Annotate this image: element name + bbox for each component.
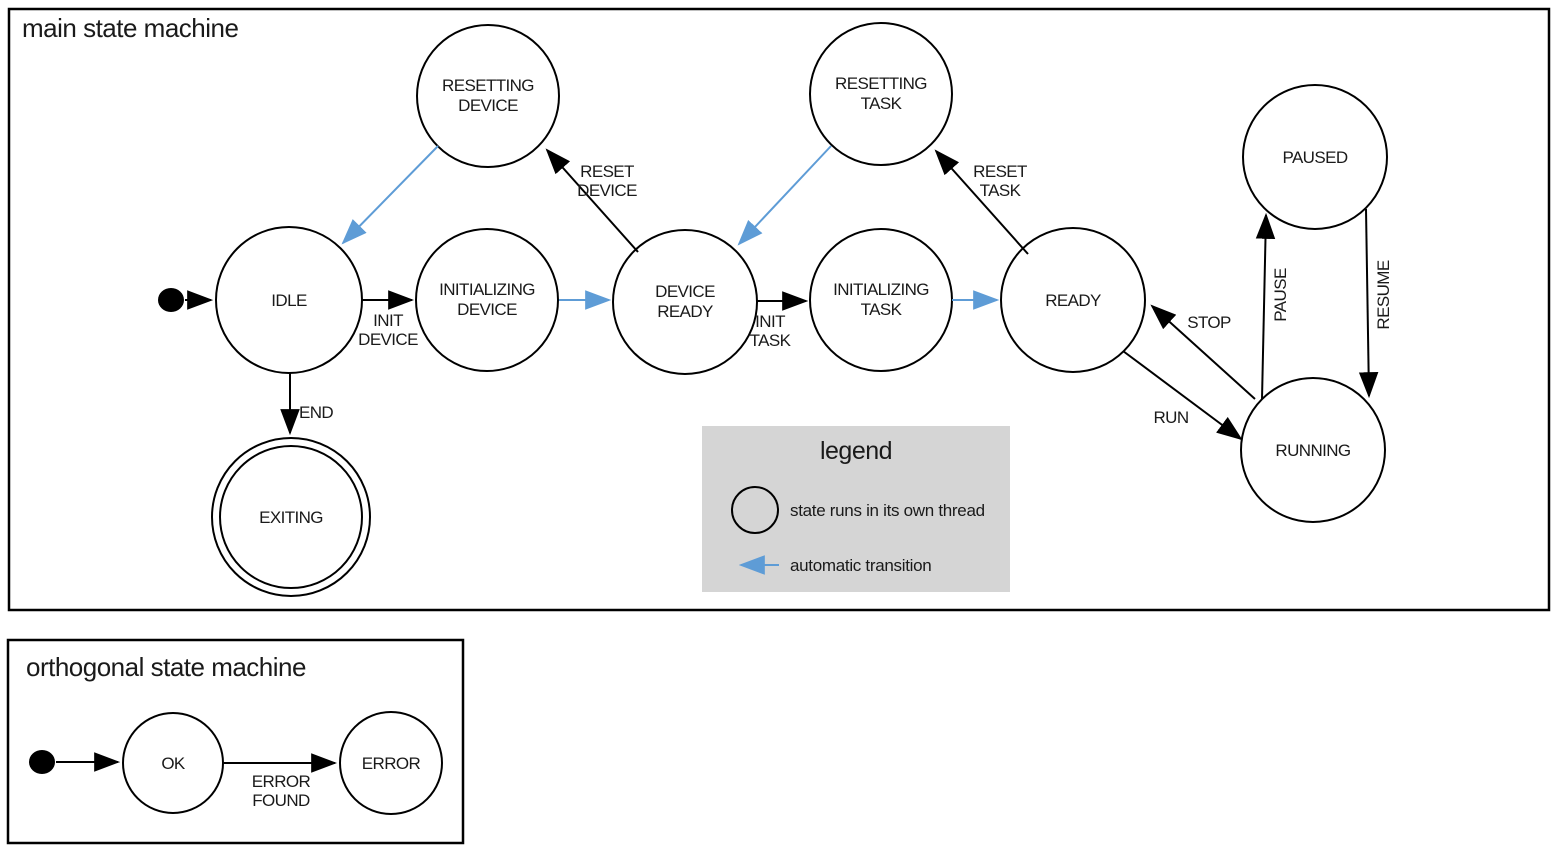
edge-init-task-label-line1: INIT xyxy=(755,312,785,331)
state-resetting-task xyxy=(809,22,953,166)
state-initializing-device-label-line1: INITIALIZING xyxy=(439,280,535,299)
legend-threaded-state-label: state runs in its own thread xyxy=(790,501,985,520)
state-exiting xyxy=(219,445,363,589)
edge-reset-device-label-line1: RESET xyxy=(580,162,634,181)
edge-reset-device xyxy=(545,148,639,253)
state-resetting-device-label-line1: RESETTING xyxy=(442,76,534,95)
state-initializing-device xyxy=(415,228,559,372)
state-error xyxy=(339,711,443,815)
edge-init-device-label-line1: INIT xyxy=(373,311,403,330)
edge-reset-device-label-line2: DEVICE xyxy=(577,181,637,200)
orthogonal-initial-state-dot xyxy=(29,750,55,774)
main-initial-state-dot xyxy=(158,288,184,312)
state-ok xyxy=(122,712,224,814)
edge-reset-task-label-line2: TASK xyxy=(980,181,1022,200)
edge-error-found-label-line1: ERROR xyxy=(252,772,311,791)
legend-automatic-transition-label: automatic transition xyxy=(790,556,931,575)
state-paused xyxy=(1242,84,1388,230)
main-machine-frame xyxy=(7,7,1551,612)
state-resetting-device-label-line2: DEVICE xyxy=(458,96,518,115)
edge-error-found-label-line2: FOUND xyxy=(252,791,310,810)
orthogonal-machine-frame xyxy=(6,638,465,845)
edge-reset-task-label-line1: RESET xyxy=(973,162,1027,181)
legend-title: legend xyxy=(820,437,892,465)
state-error-label: ERROR xyxy=(362,754,421,773)
state-initializing-device-label-line2: DEVICE xyxy=(457,300,517,319)
state-initializing-task-label-line2: TASK xyxy=(861,300,903,319)
state-resetting-task-label-line1: RESETTING xyxy=(835,74,927,93)
state-ready xyxy=(1000,227,1146,373)
edge-stop-label: STOP xyxy=(1187,313,1231,332)
state-running xyxy=(1240,377,1386,523)
state-ready-label: READY xyxy=(1045,291,1101,310)
edge-auto-resetdevice-to-idle xyxy=(341,145,439,245)
state-exiting-outer-ring xyxy=(211,437,371,597)
state-idle-label: IDLE xyxy=(271,291,307,310)
state-paused-label: PAUSED xyxy=(1282,148,1347,167)
state-running-label: RUNNING xyxy=(1275,441,1350,460)
main-machine-title: main state machine xyxy=(22,13,238,43)
state-device-ready-label-line1: DEVICE xyxy=(655,282,715,301)
state-ok-label: OK xyxy=(161,754,186,773)
state-device-ready-label-line2: READY xyxy=(657,302,713,321)
state-resetting-task-label-line2: TASK xyxy=(861,94,903,113)
edge-run-label: RUN xyxy=(1153,408,1188,427)
edge-run xyxy=(1122,350,1243,441)
state-exiting-label: EXITING xyxy=(259,508,323,527)
state-initializing-task-label-line1: INITIALIZING xyxy=(833,280,929,299)
edge-resume xyxy=(1358,208,1379,399)
edge-end-label: END xyxy=(299,403,333,422)
state-resetting-device xyxy=(416,24,560,168)
edge-init-device-label-line2: DEVICE xyxy=(358,330,418,349)
edge-stop xyxy=(1150,304,1256,400)
edge-resume-label: RESUME xyxy=(1374,260,1393,329)
legend-threaded-state-icon xyxy=(731,486,779,534)
edge-pause xyxy=(1255,212,1276,400)
orthogonal-machine-title: orthogonal state machine xyxy=(26,652,306,682)
edge-reset-task xyxy=(934,149,1029,255)
edge-auto-resettask-to-deviceready xyxy=(737,145,832,246)
edge-init-task-label-line2: TASK xyxy=(750,331,792,350)
edge-pause-label: PAUSE xyxy=(1271,268,1290,322)
